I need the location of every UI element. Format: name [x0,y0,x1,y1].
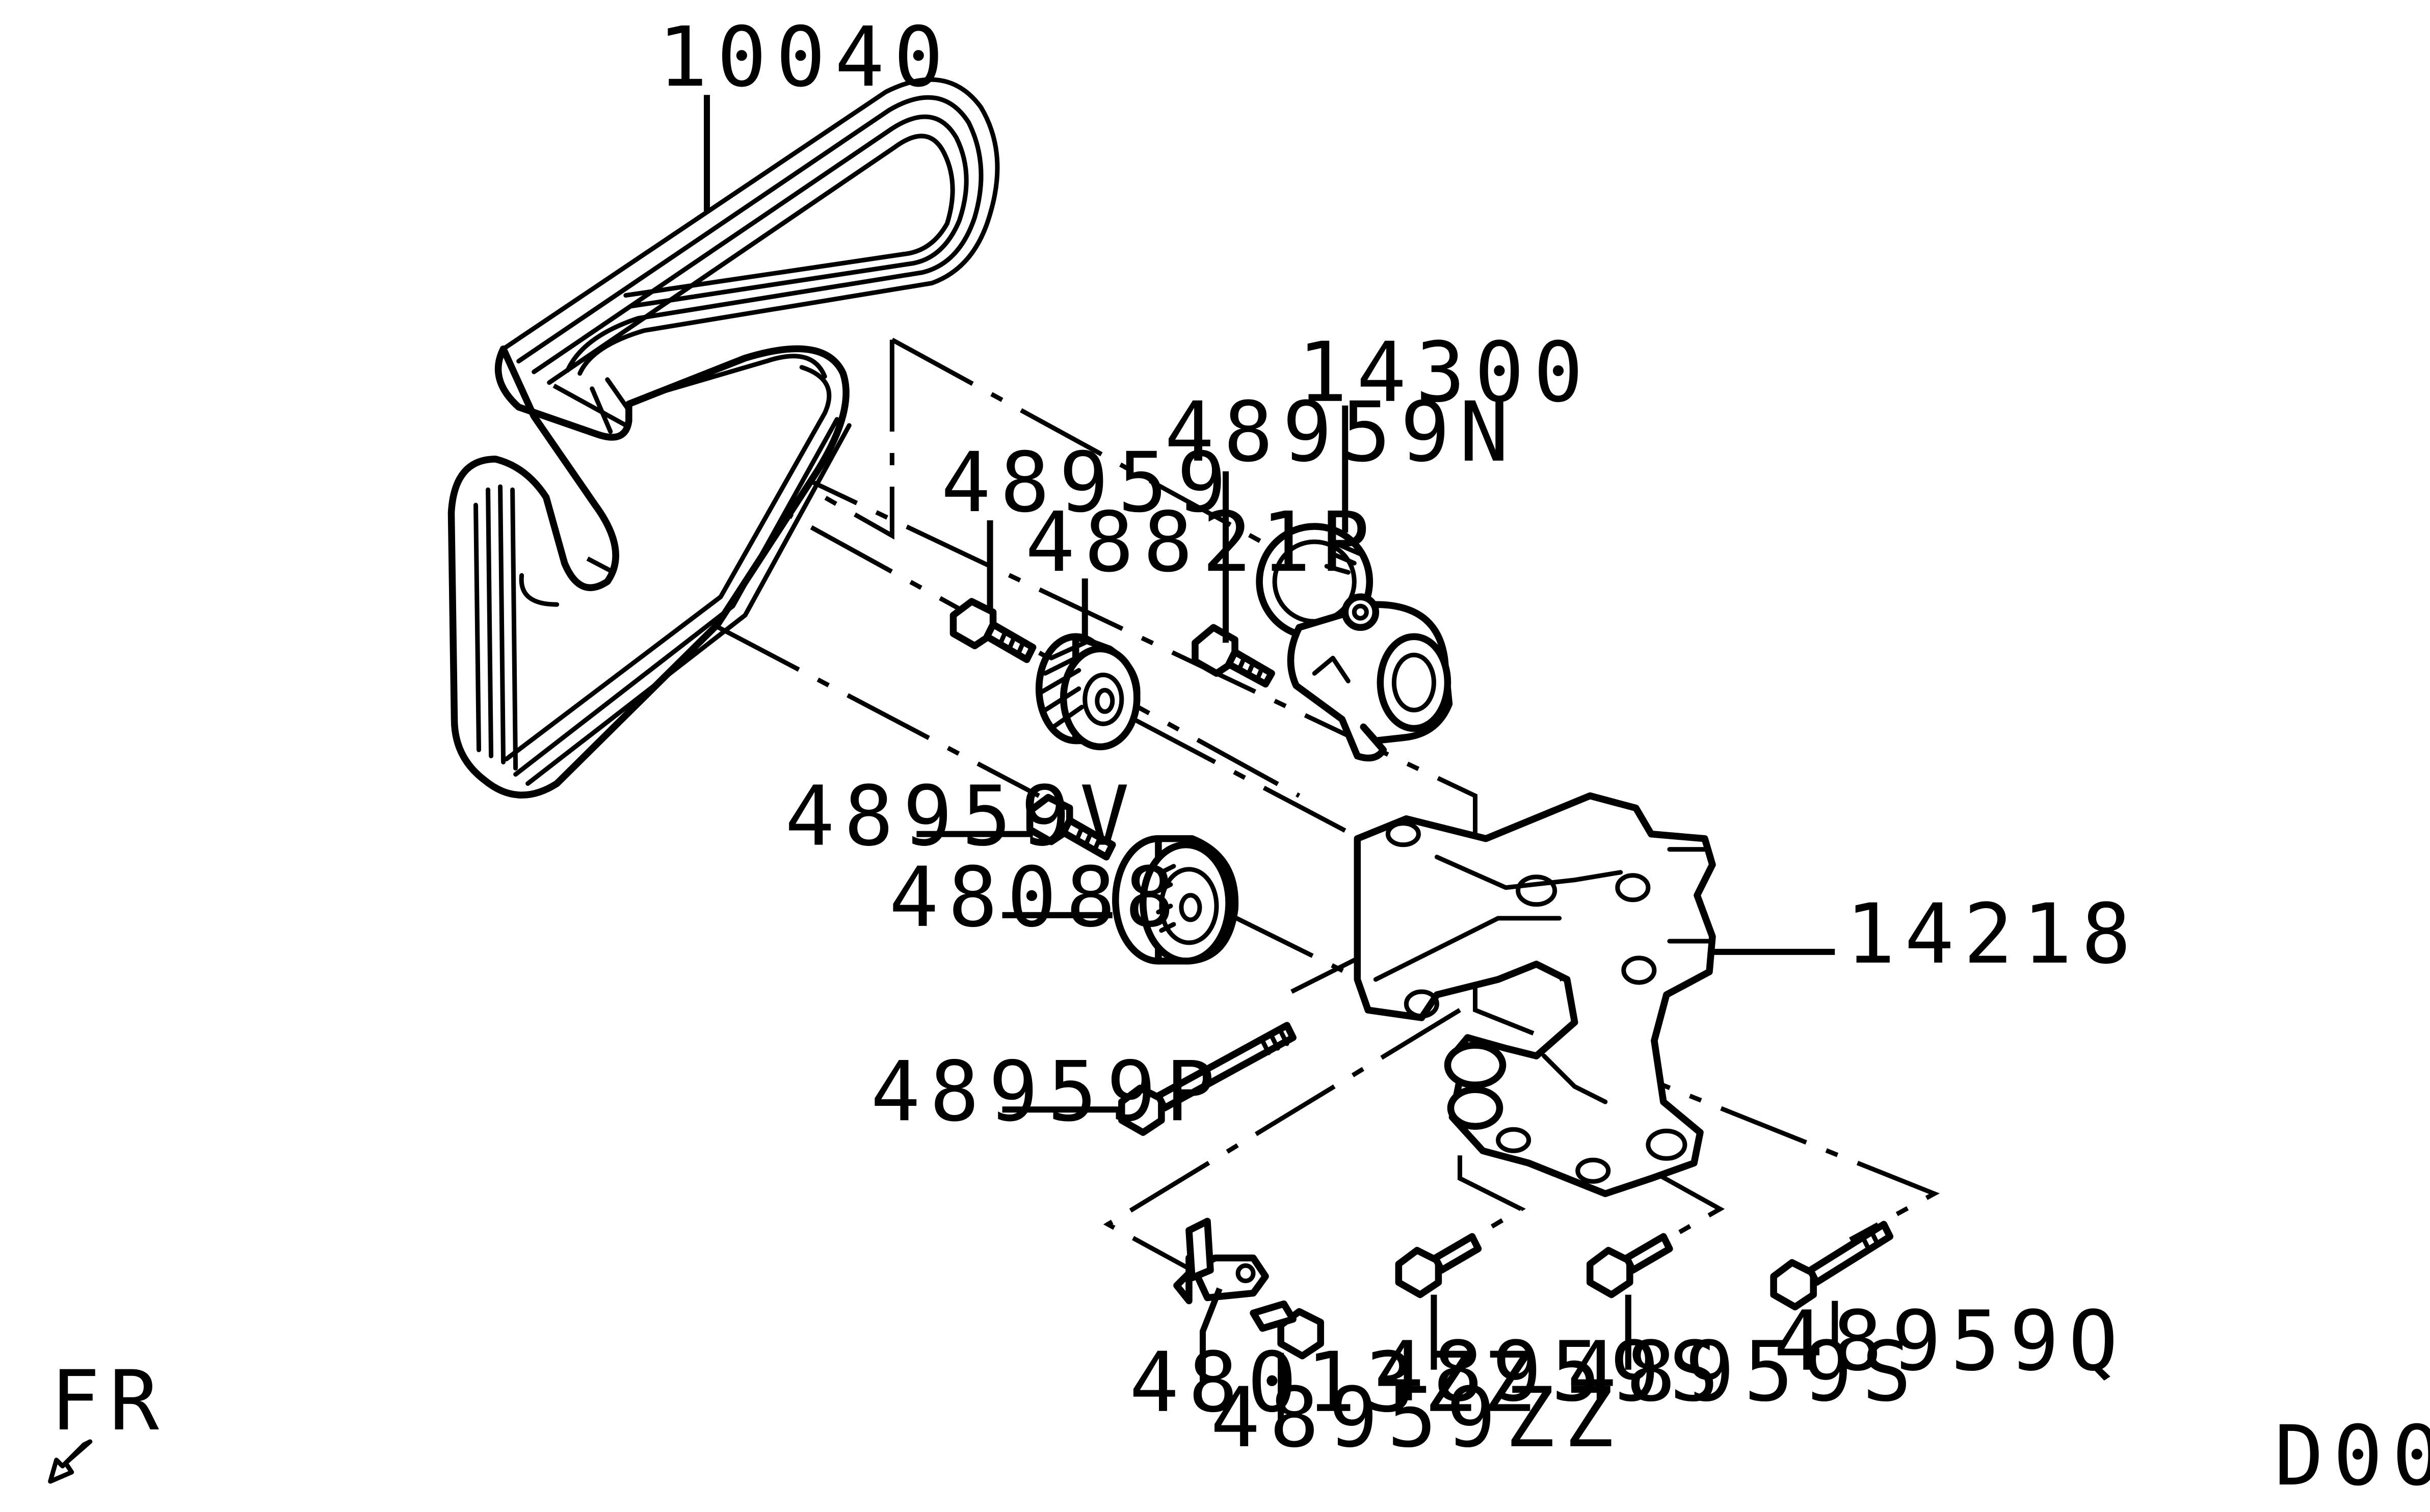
leader-lines [703,95,1838,1420]
bolt-48959q[interactable] [1770,1221,1894,1311]
drive-belt[interactable] [447,77,1000,799]
callout-48013zz: 48013ZZ [1129,1335,1542,1431]
callout-48959p: 48959P [870,1044,1224,1140]
callout-48959: 48959 [941,435,1235,531]
diagram-code: D00222 [2274,1408,2430,1504]
front-direction-indicator: FR [48,1353,168,1484]
callout-14218: 14218 [1845,886,2140,983]
callout-48959v: 48959V [785,768,1139,865]
callout-10040: 10040 [658,9,953,105]
callout-48088: 48088 [889,850,1183,946]
callout-48821p: 48821P [1025,494,1379,591]
bolt-48959p[interactable] [1118,1022,1297,1136]
idler-pulley-48821p[interactable] [1035,633,1141,751]
bolt-48959v[interactable] [1026,793,1116,861]
direction-label: FR [50,1353,168,1449]
bolt-48959n[interactable] [1192,624,1275,688]
belt-tensioner[interactable] [1256,523,1453,762]
callout-48959s-2: 48959S [1567,1324,1921,1420]
bolt-48959s-2[interactable] [1586,1233,1673,1298]
callout-48959zz: 48959ZZ [1210,1370,1623,1466]
idler-pulley-48088[interactable] [1112,835,1239,965]
mounting-bracket[interactable] [1354,792,1716,1198]
callout-14300: 14300 [1298,325,1592,421]
bolt-48959s-1[interactable] [1395,1233,1482,1298]
bolt-48959[interactable] [949,598,1037,664]
clip-48013zz[interactable] [1173,1217,1269,1305]
bolt-48959zz[interactable] [1250,1300,1324,1360]
arrow-down-left-icon [48,1439,93,1484]
callout-48959s-1: 48959S [1374,1324,1728,1420]
callout-48959q: 48959Q [1774,1293,2127,1390]
callout-48959n: 48959N [1165,384,1518,481]
